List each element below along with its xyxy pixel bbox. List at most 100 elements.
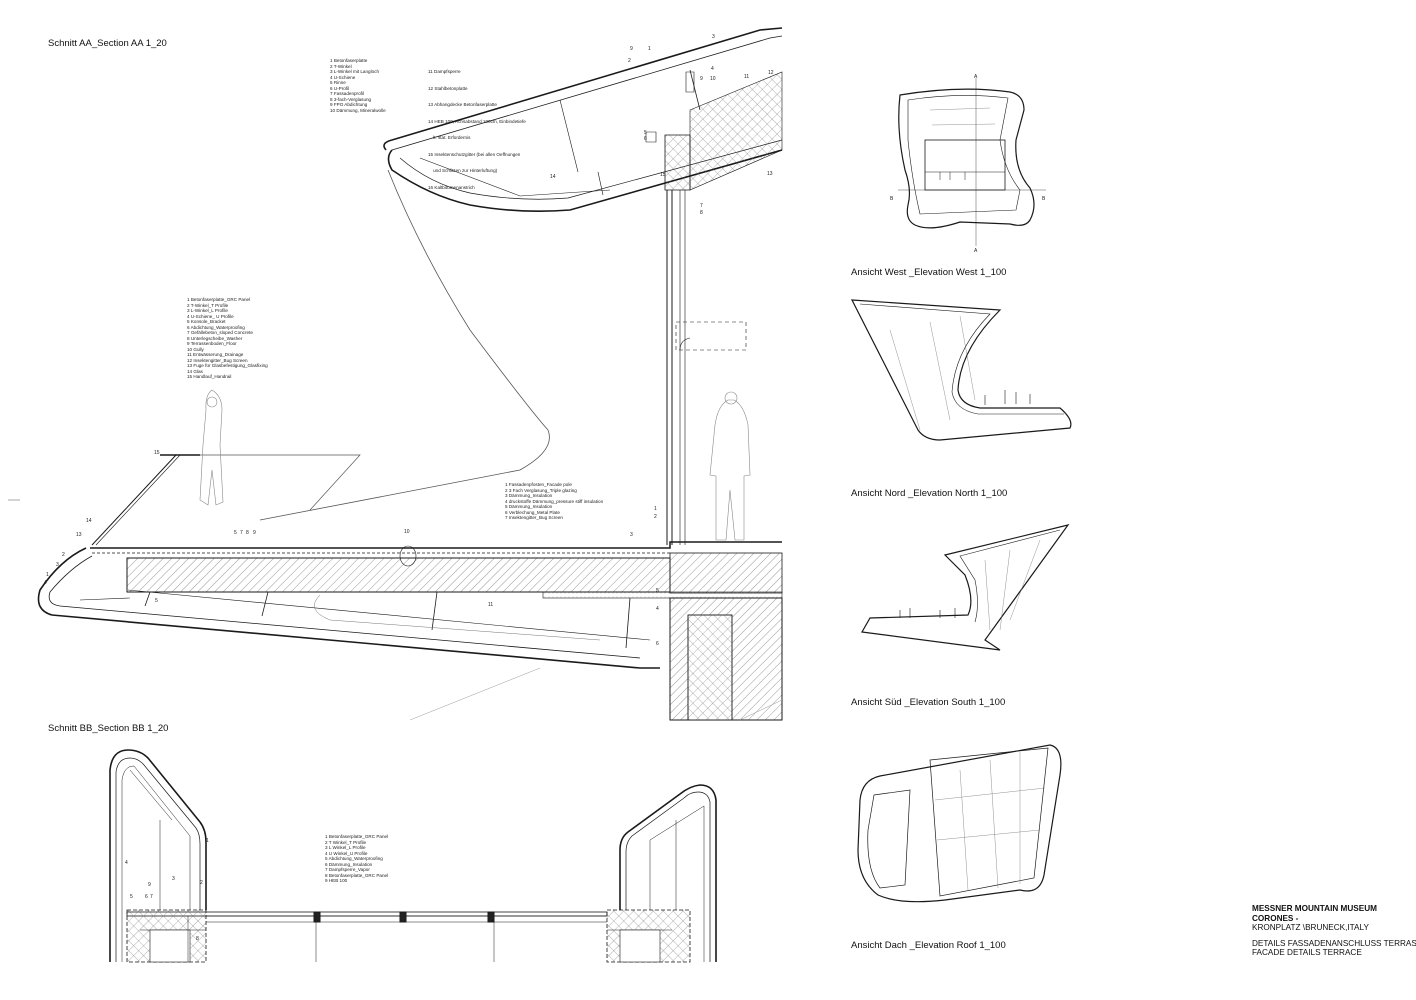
legend-item: 3 L Winkel_L Profile: [325, 845, 366, 850]
elevation-north-drawing: [850, 299, 1072, 441]
svg-text:5: 5: [656, 588, 659, 594]
legend-item: 2 T Winkel_T Profile: [325, 839, 367, 845]
legend-item: 5 Konsole_Bracket: [187, 319, 226, 324]
section-bb-legend: 1 Betonfaserplatte_GRC Panel 2 T Winkel_…: [325, 834, 388, 884]
elevation-north-label: Ansicht Nord _Elevation North 1_100: [851, 488, 1008, 499]
legend-item: 3 L-Winkel_L Profile: [187, 308, 228, 313]
legend-item: 13 Fuge für Glasbefestigung_Glasfixing: [187, 363, 268, 368]
legend-item: 11 Entwässerung_Drainage: [187, 352, 244, 357]
legend-item: 9 HEB 100: [325, 878, 348, 883]
legend-item: 5 Rinne: [330, 80, 346, 85]
svg-text:5: 5: [155, 598, 158, 604]
svg-text:1: 1: [648, 46, 651, 52]
legend-item: 15 Insektenschutzgitter (bei allen Oeffn…: [428, 151, 521, 157]
svg-text:8: 8: [246, 530, 249, 536]
elevation-south-label: Ansicht Süd _Elevation South 1_100: [851, 697, 1006, 708]
legend-item: 4 U-Schiene: [330, 74, 356, 80]
legend-item: 5 Abdichtung_Waterproofing: [325, 856, 383, 861]
legend-item: 4 U-Schiene_ U Profile: [187, 313, 234, 319]
legend-item: 16 Kaltbitumenanstrich: [428, 184, 475, 190]
legend-item: 6 Dämmung_Insulation: [325, 861, 373, 867]
legend-item: 7 Insektengitter_Bug Screen: [505, 515, 563, 520]
legend-item: 9 FPO Abdichtung: [330, 102, 368, 107]
svg-text:4: 4: [44, 580, 47, 586]
svg-text:1: 1: [206, 838, 209, 844]
legend-item: 12 Stahlbetonplatte: [428, 85, 468, 91]
legend-item: und Schlitzen zur Hinterluftung): [428, 168, 498, 173]
svg-text:13: 13: [767, 171, 773, 177]
svg-text:5: 5: [234, 530, 237, 536]
svg-text:4: 4: [656, 606, 659, 612]
legend-item: 3 L-Winkel mit Langloch: [330, 69, 380, 74]
detail-title-de: DETAILS FASSADENANSCHLUSS TERRASSE: [1252, 938, 1416, 948]
legend-item: 4 druckstoffe Dämmung_pressure stiff ins…: [505, 498, 604, 504]
svg-text:9: 9: [700, 76, 703, 82]
svg-text:8: 8: [196, 936, 199, 942]
legend-item: 10 Gully: [187, 346, 204, 352]
legend-item: 10 Dämmung, Mineralwolle: [330, 107, 386, 113]
legend-item: 4 U Winkel_U Profile: [325, 850, 368, 856]
section-bb-title: Schnitt BB_Section BB 1_20: [48, 723, 169, 734]
legend-item: 7 Gefällebeton_sloped Concrete: [187, 330, 253, 335]
svg-text:15: 15: [154, 450, 160, 456]
svg-text:9: 9: [148, 882, 151, 888]
legend-item: 1 Betonfaserplatte_GRC Panel: [187, 297, 251, 302]
legend-item: 12 Insektengitter_Bug Screen: [187, 357, 248, 363]
section-aa-roof-legend-left: 1 Betonfaserplatte 2 T-Winkel 3 L-Winkel…: [330, 58, 386, 113]
legend-item: 1 Betonfaserplatte: [330, 58, 368, 63]
marker-a-top: A: [974, 74, 978, 80]
legend-item: 14 HEB 100, Achsabstand 100cm, Einbindet…: [428, 118, 526, 124]
elevation-south-drawing: [861, 524, 1070, 651]
svg-text:9: 9: [630, 46, 633, 52]
section-aa-terrace-legend: 1 Betonfaserplatte_GRC Panel 2 T-Winkel_…: [187, 297, 268, 380]
section-aa-roof-legend-right: 11 Dampfsperre 12 Stahlbetonplatte 13 Ab…: [428, 58, 526, 196]
svg-text:12: 12: [768, 70, 774, 76]
section-aa-facade-legend: 1 Fassadenpfosten_Facade pole 2 3 Fach V…: [505, 482, 603, 521]
svg-text:2: 2: [654, 514, 657, 520]
svg-text:10: 10: [710, 76, 716, 82]
title-block: MESSNER MOUNTAIN MUSEUM CORONES - KRONPL…: [1252, 904, 1416, 958]
svg-text:11: 11: [744, 74, 749, 80]
svg-text:6: 6: [656, 641, 659, 647]
legend-item: 1 Fassadenpfosten_Facade pole: [505, 482, 572, 487]
legend-item: lt. stat. Erfordernis: [428, 135, 471, 140]
svg-text:3: 3: [56, 562, 59, 568]
detail-title-en: FACADE DETAILS TERRACE: [1252, 948, 1362, 957]
legend-item: 8 Betonfaserplatte_GRC Panel: [325, 872, 389, 878]
legend-item: 8 3-fach-Verglasung: [330, 96, 372, 102]
svg-text:4: 4: [125, 860, 128, 866]
svg-text:3: 3: [712, 34, 715, 40]
svg-text:5: 5: [644, 130, 647, 136]
svg-text:2: 2: [200, 880, 203, 886]
svg-text:7: 7: [240, 530, 243, 536]
section-aa-drawing: [37, 27, 783, 721]
svg-text:8: 8: [700, 210, 703, 216]
svg-text:9: 9: [253, 530, 256, 536]
elevation-roof-drawing: [857, 744, 1062, 903]
elevation-west-markers: A A B B: [890, 74, 1046, 254]
svg-text:1: 1: [654, 506, 657, 512]
svg-text:6: 6: [644, 136, 647, 142]
legend-item: 2 T-Winkel_T Profile: [187, 302, 229, 308]
svg-text:5: 5: [130, 894, 133, 900]
svg-text:2: 2: [628, 58, 631, 64]
legend-item: 11 Dampfsperre: [428, 69, 461, 74]
svg-text:14: 14: [86, 518, 92, 524]
project-name-line1: MESSNER MOUNTAIN MUSEUM: [1252, 904, 1377, 913]
legend-item: 6 Abdichtung_Waterproofing: [187, 324, 245, 330]
svg-text:4: 4: [711, 66, 714, 72]
svg-text:6: 6: [145, 894, 148, 900]
svg-text:1: 1: [46, 572, 49, 578]
marker-b-left: B: [890, 196, 894, 202]
svg-text:7: 7: [150, 894, 153, 900]
legend-item: 8 Unterlegscheibe_Washer: [187, 335, 243, 341]
project-location: KRONPLATZ \BRUNECK,ITALY: [1252, 923, 1369, 932]
legend-item: 13 Abhangdecke Betonfaserplatte: [428, 102, 497, 107]
legend-item: 5 Dämmung_Insulation: [505, 504, 553, 509]
svg-text:14: 14: [550, 174, 556, 180]
svg-text:10: 10: [404, 529, 410, 535]
legend-item: 15 Handlauf_Handrail: [187, 374, 232, 379]
